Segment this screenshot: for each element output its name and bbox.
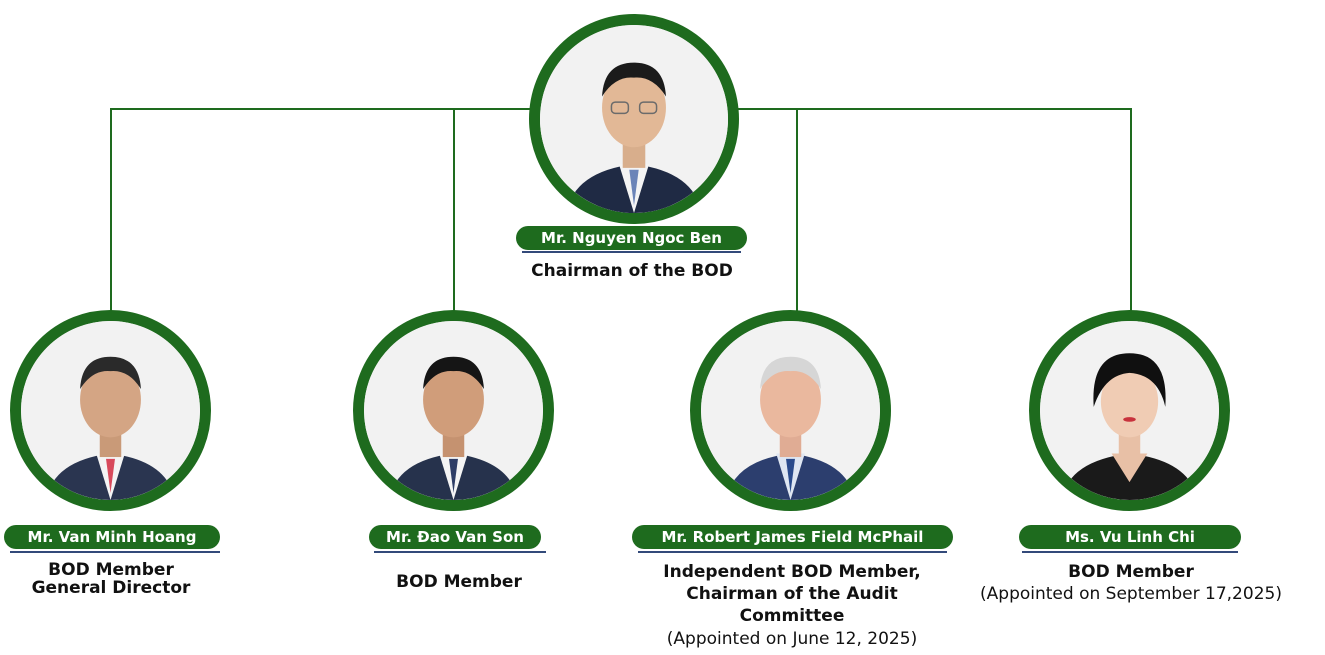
person-photo-icon	[540, 25, 728, 213]
person-photo-icon	[701, 321, 880, 500]
member-1-title-line-1: BOD Member	[48, 560, 174, 580]
member-3-name-badge: Mr. Robert James Field McPhail	[632, 525, 953, 549]
person-photo-icon	[364, 321, 543, 500]
member-2-name-underline	[374, 551, 546, 553]
chairman-name-underline	[522, 251, 741, 253]
member-2-title-line-1: BOD Member	[396, 572, 522, 592]
member-1-name-badge: Mr. Van Minh Hoang	[4, 525, 220, 549]
member-3-title-line-3: Committee	[739, 606, 845, 626]
member-3-title-line-2: Chairman of the Audit	[686, 584, 898, 604]
member-4-name-underline	[1022, 551, 1238, 553]
member-1-name-underline	[10, 551, 220, 553]
member-3-appointment-note: (Appointed on June 12, 2025)	[666, 629, 918, 649]
member-4-appointment-note: (Appointed on September 17,2025)	[980, 584, 1282, 604]
member-1-title-line-2: General Director	[31, 578, 191, 598]
person-photo-icon	[1040, 321, 1219, 500]
member-4-title-line-1: BOD Member	[1068, 562, 1194, 582]
member-2-portrait	[353, 310, 554, 511]
member-4-name-badge: Ms. Vu Linh Chi	[1019, 525, 1241, 549]
member-4-portrait	[1029, 310, 1230, 511]
person-photo-icon	[21, 321, 200, 500]
chairman-portrait	[529, 14, 739, 224]
chairman-title: Chairman of the BOD	[531, 261, 733, 281]
chairman-name-badge: Mr. Nguyen Ngoc Ben	[516, 226, 747, 250]
member-1-portrait	[10, 310, 211, 511]
member-3-title-line-1: Independent BOD Member,	[663, 562, 921, 582]
member-3-portrait	[690, 310, 891, 511]
member-3-name-underline	[638, 551, 947, 553]
member-2-name-badge: Mr. Đao Van Son	[369, 525, 541, 549]
